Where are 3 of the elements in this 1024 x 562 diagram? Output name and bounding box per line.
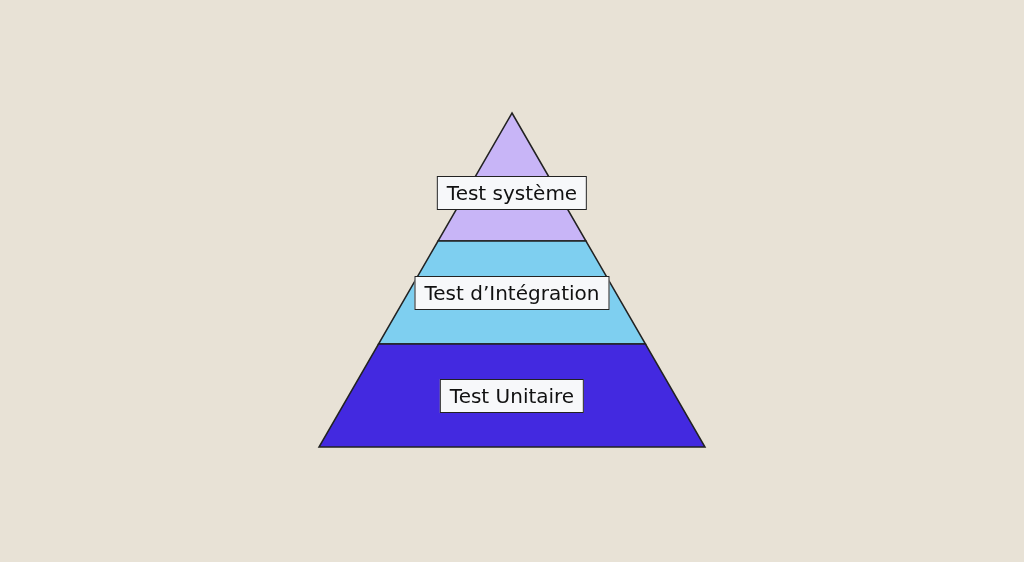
tier-label: Test système (436, 176, 588, 210)
tier-label: Test Unitaire (439, 379, 585, 413)
tier-label: Test d’Intégration (414, 276, 610, 310)
